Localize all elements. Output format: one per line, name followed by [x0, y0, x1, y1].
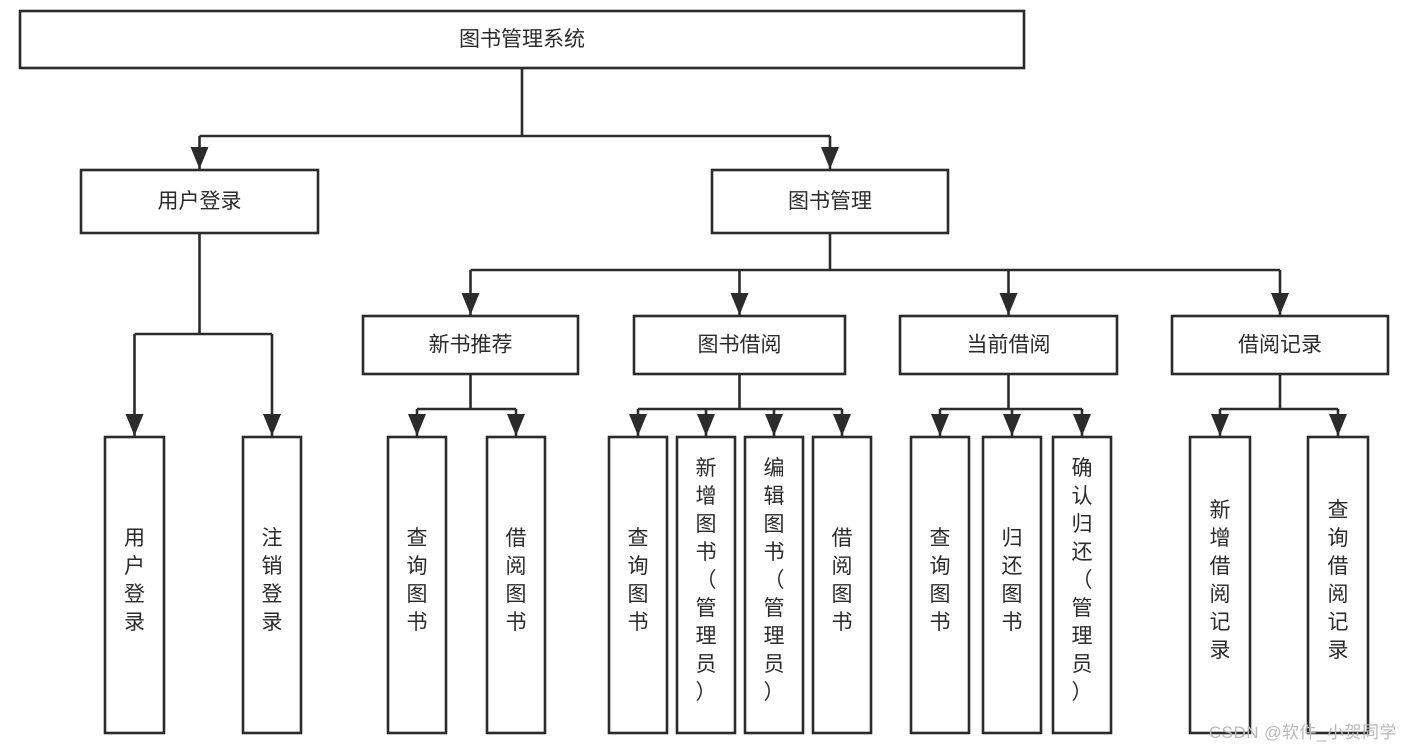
- node-leaf-confirm-return-label: 确认归还（管理员）: [1072, 457, 1093, 704]
- node-current-borrow[interactable]: [898, 314, 1119, 376]
- node-leaf-query-book-3[interactable]: [909, 435, 971, 735]
- node-leaf-add-book-label: 新增图书（管理员）: [696, 457, 717, 704]
- node-leaf-return-book[interactable]: [981, 435, 1043, 735]
- node-leaf-add-record-label: 新增借阅记录: [1210, 499, 1231, 662]
- node-leaf-query-book-3-label: 查询图书: [930, 527, 951, 634]
- node-borrow-record[interactable]: [1170, 314, 1390, 376]
- node-leaf-user-login[interactable]: [103, 435, 166, 735]
- node-leaf-logout[interactable]: [241, 435, 303, 735]
- node-leaf-borrow-book-1[interactable]: [485, 435, 547, 735]
- node-leaf-edit-book-label: 编辑图书（管理员）: [764, 457, 785, 704]
- node-book-borrow-label: 图书借阅: [698, 334, 782, 357]
- node-book-borrow[interactable]: [632, 314, 847, 376]
- node-leaf-borrow-book-2-label: 借阅图书: [832, 527, 853, 634]
- node-borrow-record-label: 借阅记录: [1238, 334, 1322, 357]
- node-leaf-return-book-label: 归还图书: [1002, 527, 1023, 634]
- node-leaf-query-book-2-label: 查询图书: [628, 527, 649, 634]
- node-leaf-logout-label: 注销登录: [262, 527, 283, 634]
- node-leaf-confirm-return[interactable]: [1051, 435, 1113, 735]
- node-user-login-label: 用户登录: [158, 190, 242, 213]
- node-leaf-add-record[interactable]: [1188, 435, 1252, 735]
- node-root-book-management-system-label: 图书管理系统: [459, 28, 585, 51]
- node-layer: 图书管理系统用户登录图书管理新书推荐图书借阅当前借阅借阅记录用户登录注销登录查询…: [18, 9, 1390, 735]
- node-leaf-borrow-book-1-label: 借阅图书: [506, 527, 527, 634]
- node-new-book-rec[interactable]: [361, 314, 580, 376]
- node-leaf-edit-book[interactable]: [743, 435, 805, 735]
- node-current-borrow-label: 当前借阅: [967, 334, 1051, 357]
- node-new-book-rec-label: 新书推荐: [429, 334, 513, 357]
- node-leaf-query-record-label: 查询借阅记录: [1328, 499, 1349, 662]
- connector-layer: [125, 68, 1347, 436]
- node-leaf-query-book-1[interactable]: [386, 435, 448, 735]
- node-user-login[interactable]: [79, 168, 320, 235]
- node-leaf-user-login-label: 用户登录: [124, 527, 145, 634]
- node-book-manage-label: 图书管理: [788, 190, 872, 213]
- node-leaf-query-book-2[interactable]: [607, 435, 669, 735]
- node-book-manage[interactable]: [710, 168, 950, 235]
- node-leaf-query-book-1-label: 查询图书: [407, 527, 428, 634]
- node-leaf-borrow-book-2[interactable]: [811, 435, 873, 735]
- node-leaf-query-record[interactable]: [1306, 435, 1370, 735]
- node-leaf-add-book[interactable]: [675, 435, 737, 735]
- node-root-book-management-system[interactable]: [18, 9, 1026, 70]
